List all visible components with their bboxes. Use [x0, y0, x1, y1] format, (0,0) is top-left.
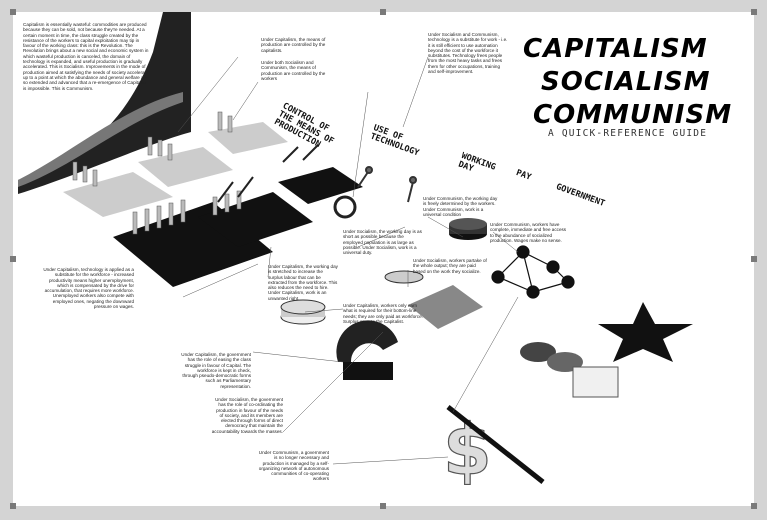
dollar-sign-icon: $ — [442, 405, 545, 492]
note-socialism-government: Under Socialism, the government has the … — [211, 397, 283, 434]
selection-handle[interactable] — [380, 9, 386, 15]
note-capitalism-working-day: Under Capitalism, the working day is str… — [268, 264, 338, 301]
worker-figures — [72, 111, 242, 235]
title-capitalism: CAPITALISM — [523, 34, 708, 64]
title-socialism: SOCIALISM — [541, 67, 711, 97]
note-communism-government: Under Communism, a government is no long… — [258, 450, 329, 482]
title-communism: COMMUNISM — [533, 100, 733, 130]
handshake-icon — [520, 342, 619, 398]
poster: $ CAPITALISM SOCIALISM COMMUNISM A QUICK… — [13, 12, 754, 506]
note-capitalism-government: Under Capitalism, the government has the… — [181, 352, 251, 389]
selection-handle[interactable] — [751, 503, 757, 509]
socialized-output — [408, 285, 483, 329]
wrench-icons — [217, 144, 319, 203]
gear-icon — [333, 195, 357, 219]
note-capitalism-technology: Under Capitalism, technology is applied … — [43, 267, 134, 310]
note-communism-pay: Under Communism, workers have complete, … — [490, 222, 567, 243]
selection-handle[interactable] — [751, 9, 757, 15]
note-socialism-pay: Under Socialism, workers partake of the … — [413, 258, 487, 274]
note-capitalism-control: Under Capitalism, the means of productio… — [261, 37, 326, 53]
parliament-icon — [336, 320, 398, 362]
leader-lines — [177, 56, 519, 465]
note-capitalism-pay: Under Capitalism, workers only earn what… — [343, 303, 423, 324]
selection-handle[interactable] — [380, 503, 386, 509]
growth-curve-shadow — [18, 92, 183, 187]
note-socialism-communism-technology: Under Socialism and Communism, technolog… — [428, 32, 508, 75]
subtitle: A QUICK-REFERENCE GUIDE — [548, 128, 708, 139]
network-icon — [491, 245, 575, 299]
hammer-and-sickle-star-icon — [598, 302, 693, 362]
selection-handle[interactable] — [10, 9, 16, 15]
selection-handle[interactable] — [10, 503, 16, 509]
robot-arm-icon — [357, 166, 417, 203]
note-intro: Capitalism is essentially wasteful: comm… — [23, 22, 149, 91]
note-socialism-working-day: Under Socialism, the working day is as s… — [343, 229, 422, 256]
selection-handle[interactable] — [751, 256, 757, 262]
illustration: $ — [18, 12, 693, 492]
note-socialism-communism-control: Under both Socialism and Communism, the … — [261, 60, 326, 81]
selection-handle[interactable] — [10, 256, 16, 262]
note-communism-working-day: Under Communism, the working day is free… — [423, 196, 498, 217]
